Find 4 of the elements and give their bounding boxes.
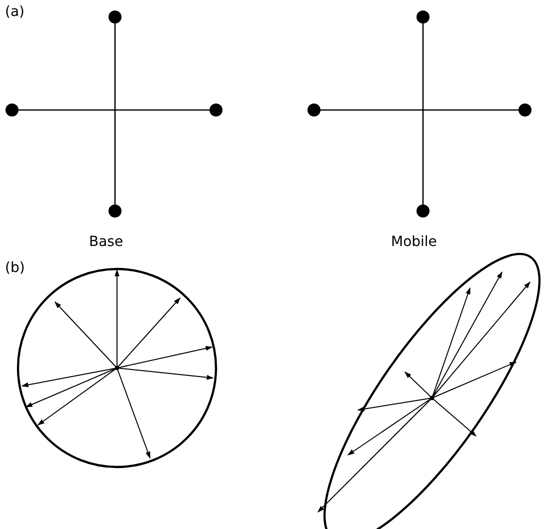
panel-label: (b) (5, 260, 25, 276)
drawing-label: Mobile (391, 234, 437, 250)
panel-label: (a) (5, 4, 25, 20)
drawing-label: Base (89, 234, 124, 250)
